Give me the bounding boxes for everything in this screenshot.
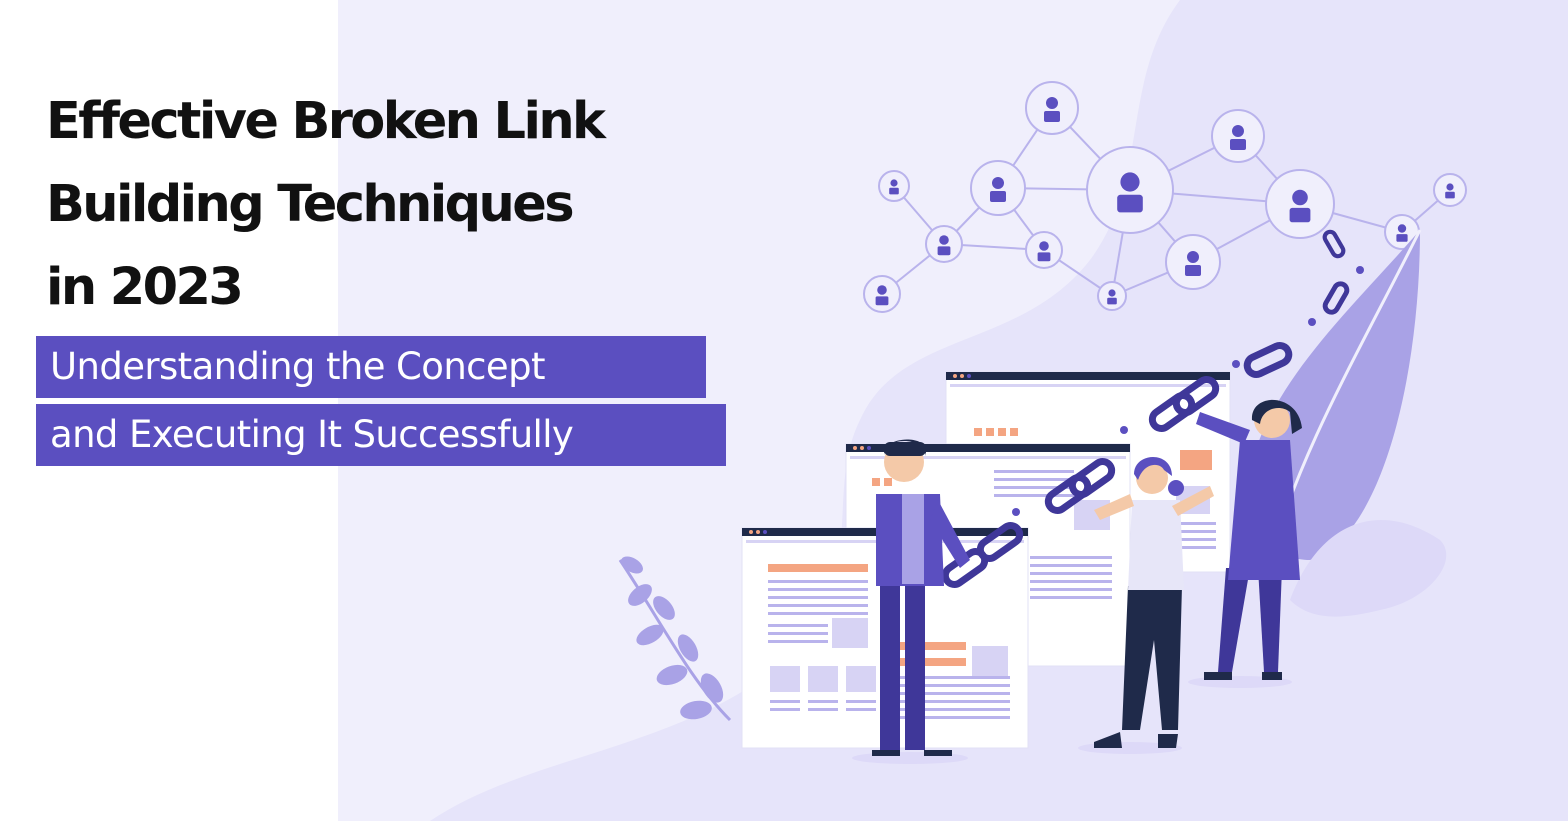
user-node-icon [878, 170, 910, 202]
user-node-icon [1025, 81, 1079, 135]
user-node-icon [1025, 231, 1063, 269]
leaf-icon [1290, 520, 1447, 617]
person-woman-right-figure [1196, 399, 1302, 680]
user-node-icon [1433, 173, 1467, 207]
page-title: Effective Broken Link Building Technique… [46, 80, 766, 329]
user-node-icon [863, 275, 901, 313]
title-line-3: in 2023 [46, 258, 244, 317]
network-nodes [863, 81, 1467, 313]
user-node-icon [970, 160, 1026, 216]
title-line-1: Effective Broken Link [46, 92, 606, 151]
person-man-figure [872, 439, 970, 756]
user-node-icon [1097, 281, 1127, 311]
user-node-icon [1211, 109, 1265, 163]
user-node-icon [925, 225, 963, 263]
user-node-icon [1086, 146, 1174, 234]
chain-link-icon [942, 230, 1364, 588]
title-line-2: Building Techniques [46, 175, 575, 234]
subtitle-line-2: and Executing It Successfully [36, 404, 726, 466]
user-node-icon [1265, 169, 1335, 239]
leaf-icon [618, 556, 732, 722]
subtitle-line-1: Understanding the Concept [36, 336, 706, 398]
person-woman-figure [1094, 457, 1214, 748]
user-node-icon [1165, 234, 1221, 290]
